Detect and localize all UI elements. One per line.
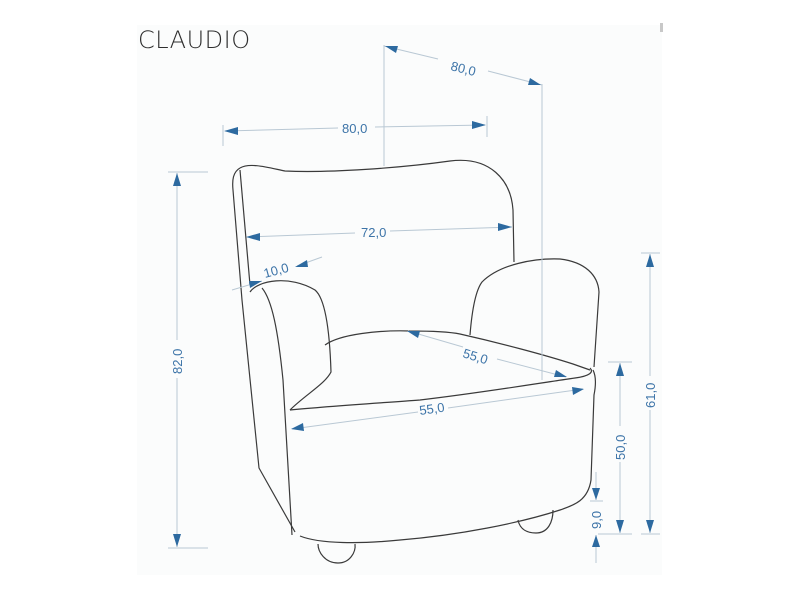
right-arm xyxy=(469,258,600,368)
drawing-sheet xyxy=(137,25,662,575)
arrowhead xyxy=(592,488,600,500)
dimension-line xyxy=(389,226,513,232)
dimension-line xyxy=(224,127,339,132)
seat-front-panel xyxy=(299,369,596,544)
dimension-line xyxy=(447,388,584,409)
arrowhead xyxy=(646,254,654,267)
arrowhead xyxy=(173,173,181,186)
arrowhead xyxy=(616,363,624,376)
height-total-label: 82,0 xyxy=(170,349,185,374)
seat-depth-label: 55,0 xyxy=(461,346,490,368)
arrowhead xyxy=(385,46,398,53)
backrest-inner-edge xyxy=(239,169,251,286)
seat-back xyxy=(324,330,591,371)
arrowhead xyxy=(646,520,654,533)
seat-height-label: 50,0 xyxy=(613,435,628,460)
back-width-label: 72,0 xyxy=(361,225,386,240)
leg-height-label: 9,0 xyxy=(589,511,604,529)
seat-width-label: 55,0 xyxy=(418,400,445,418)
backrest xyxy=(239,159,515,263)
dimension-line xyxy=(291,411,419,430)
arrowhead xyxy=(554,370,567,377)
armrest-height-label: 61,0 xyxy=(643,383,658,408)
arrowhead xyxy=(249,281,262,288)
left-foot xyxy=(317,543,356,564)
dimension-lines: 80,0 80,0 72,0 10,0 82,0 xyxy=(168,45,660,563)
backrest-side xyxy=(232,167,296,533)
armrest-width-label: 10,0 xyxy=(262,260,290,281)
dimension-line xyxy=(374,124,486,128)
armchair-outline xyxy=(232,159,600,564)
arrowhead xyxy=(472,121,486,129)
width-total-label: 80,0 xyxy=(342,121,367,136)
arrowhead xyxy=(295,260,308,267)
arrowhead xyxy=(173,534,181,547)
dimension-line xyxy=(496,358,567,378)
arrowhead xyxy=(498,223,512,231)
left-arm-front xyxy=(261,287,293,536)
right-foot xyxy=(517,509,554,534)
arrowhead xyxy=(592,535,600,547)
arrowhead xyxy=(224,127,238,135)
left-arm xyxy=(249,280,332,411)
depth-total-label: 80,0 xyxy=(449,58,477,79)
product-title: CLAUDIO xyxy=(138,26,251,54)
arrowhead xyxy=(246,233,260,241)
dimension-line xyxy=(246,232,356,238)
arrowhead xyxy=(616,520,624,533)
arrowhead xyxy=(407,331,420,338)
arrowhead xyxy=(291,423,304,431)
arrowhead xyxy=(528,78,541,85)
arrowhead xyxy=(572,387,584,395)
seat-front-edge xyxy=(289,367,593,411)
corner-mark xyxy=(660,23,663,32)
